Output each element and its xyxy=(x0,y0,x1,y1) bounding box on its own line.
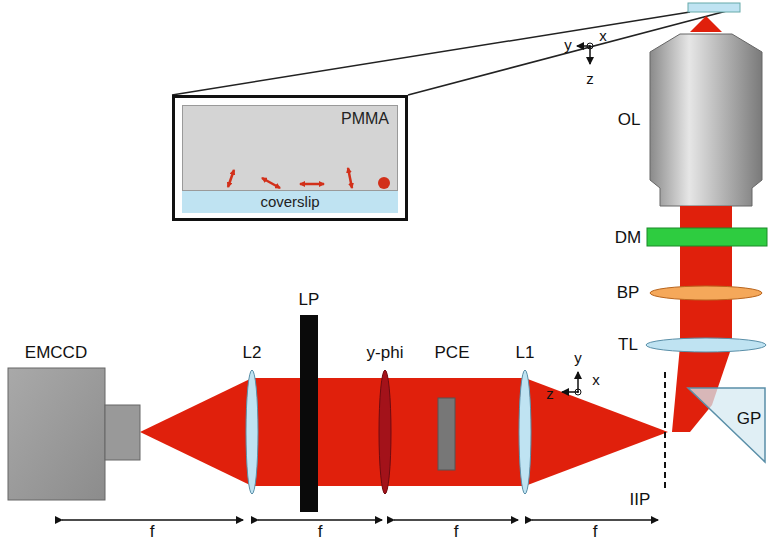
part-label: y-phi xyxy=(367,344,404,363)
pmma-layer: PMMA xyxy=(182,105,398,191)
part-label: TL xyxy=(618,336,638,355)
part-label: DM xyxy=(615,229,641,248)
axis-label: x xyxy=(592,372,600,389)
axis-label: z xyxy=(546,386,554,403)
part-label: IIP xyxy=(630,491,651,510)
axis-label: x xyxy=(599,28,607,45)
part-label: LP xyxy=(299,291,320,310)
part-label: OL xyxy=(618,111,641,130)
part-label: BP xyxy=(617,284,640,303)
inset-box: PMMA coverslip xyxy=(172,95,408,221)
dimension-label: f xyxy=(593,523,598,542)
axis-label: y xyxy=(574,350,582,367)
axis-label: y xyxy=(564,37,572,54)
layer-label: PMMA xyxy=(341,110,389,128)
coverslip-layer: coverslip xyxy=(182,191,398,213)
part-label: EMCCD xyxy=(25,344,87,363)
axis-label: z xyxy=(586,71,594,88)
part-label: L2 xyxy=(243,344,262,363)
dimension-label: f xyxy=(150,523,155,542)
dimension-label: f xyxy=(318,523,323,542)
part-label: L1 xyxy=(516,344,535,363)
dimension-label: f xyxy=(454,523,459,542)
layer-label: coverslip xyxy=(260,194,319,211)
part-label: GP xyxy=(737,410,762,429)
part-label: PCE xyxy=(435,344,470,363)
